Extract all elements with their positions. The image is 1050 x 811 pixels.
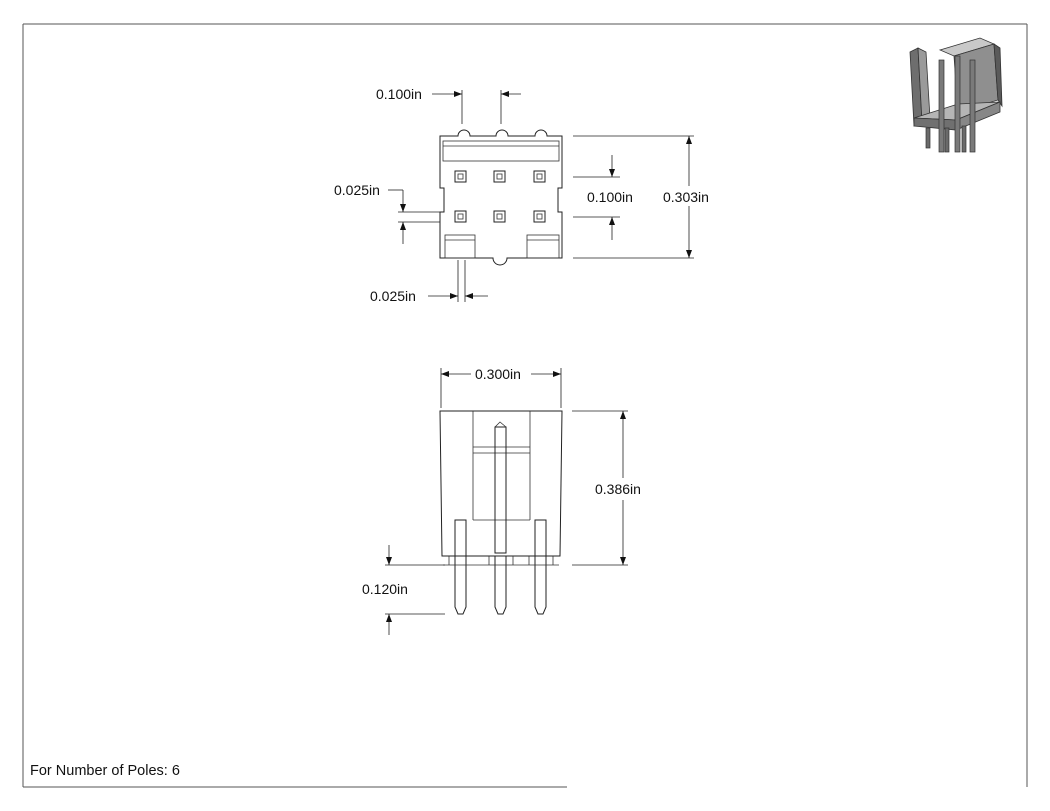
dim-label-body-depth: 0.303in (663, 189, 709, 205)
front-view (439, 410, 563, 615)
dim-label-row-pitch: 0.100in (587, 189, 633, 205)
dim-label-body-height: 0.386in (595, 481, 641, 497)
dim-label-pin-spacing: 0.025in (370, 288, 416, 304)
dim-pin-spacing: 0.025in (370, 260, 488, 304)
sheet-frame (22, 23, 1028, 788)
dim-label-body-width: 0.300in (475, 366, 521, 382)
dim-body-depth: 0.303in (573, 135, 716, 259)
dim-pin-square: 0.025in (334, 182, 440, 244)
dim-label-pin-length: 0.120in (362, 581, 408, 597)
dim-label-pitch-top: 0.100in (376, 86, 422, 102)
dim-pin-length: 0.120in (362, 545, 445, 635)
dim-row-pitch: 0.100in (573, 155, 633, 240)
3d-connector-icon (909, 37, 1003, 153)
dim-label-pin-square: 0.025in (334, 182, 380, 198)
dim-body-width: 0.300in (440, 366, 562, 408)
dim-body-height: 0.386in (572, 410, 641, 566)
poles-label: For Number of Poles: 6 (30, 763, 180, 779)
dim-pitch-top: 0.100in (376, 86, 521, 124)
pin-legs (443, 556, 559, 615)
top-view (439, 129, 563, 266)
pin-pads (454, 170, 546, 223)
